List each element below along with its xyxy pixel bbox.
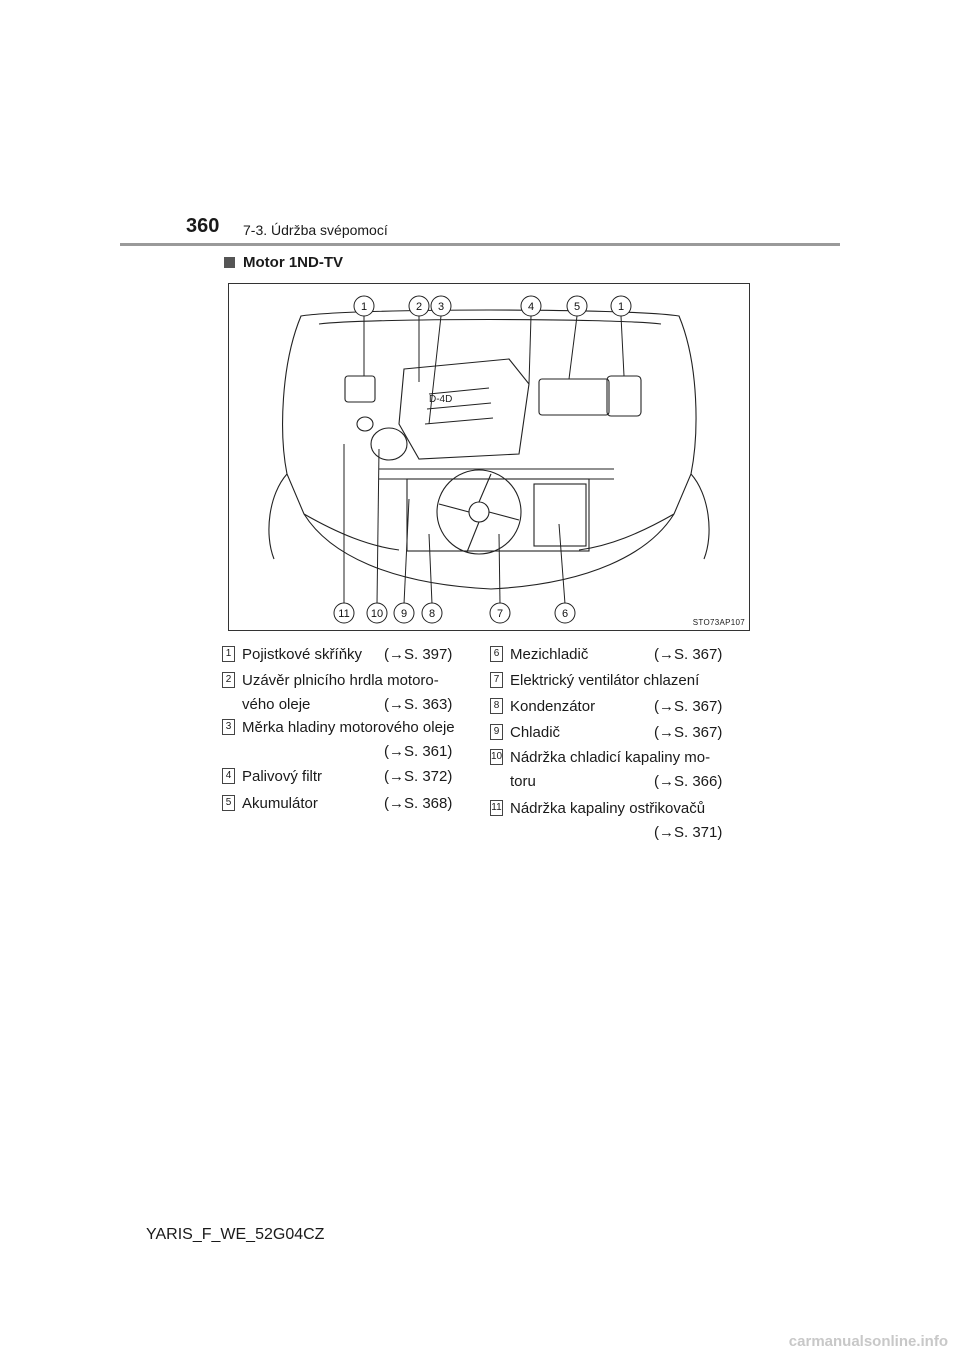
document-code: YARIS_F_WE_52G04CZ [146, 1226, 325, 1243]
engine-illustration: D-4D [268, 295, 710, 624]
legend-item: 9 Chladič (→S. 367) [490, 721, 740, 745]
engine-figure: D-4D [228, 283, 750, 631]
legend-item: 6 Mezichladič (→S. 367) [490, 643, 740, 667]
legend-page-ref: (→S. 366) [654, 773, 723, 790]
legend-page-ref: (→S. 363) [384, 696, 453, 713]
callout-top: 4 [528, 301, 534, 313]
legend-item: 3 Měrka hladiny motorového oleje (→S. 36… [222, 716, 477, 764]
legend-number: 3 [222, 719, 235, 735]
legend-item: 11 Nádržka kapaliny ostřikovačů (→S. 371… [490, 797, 740, 845]
legend-label: Palivový filtr [242, 768, 323, 785]
legend-item: 4 Palivový filtr (→S. 372) [222, 765, 472, 789]
legend-number: 8 [490, 698, 503, 714]
legend-page-ref: (→S. 367) [654, 646, 723, 663]
callout-top: 1 [618, 301, 624, 313]
subsection-title: Motor 1ND-TV [243, 254, 343, 271]
callout-top: 1 [361, 301, 367, 313]
figure-code: STO73AP107 [692, 618, 745, 627]
callout-bottom: 11 [338, 608, 349, 620]
legend-page-ref: (→S. 371) [654, 824, 723, 841]
watermark: carmanualsonline.info [788, 1333, 948, 1350]
legend-label-continued: toru [510, 773, 536, 790]
legend-label-continued: vého oleje [242, 696, 311, 713]
svg-text:D-4D: D-4D [429, 394, 452, 405]
legend-label: Pojistkové skříňky [242, 646, 363, 663]
section-title: 7-3. Údržba svépomocí [243, 222, 388, 238]
header-divider [120, 243, 840, 246]
legend-number: 9 [490, 724, 503, 740]
callout-bottom: 6 [562, 608, 568, 620]
legend-number: 2 [222, 672, 235, 688]
page-number: 360 [186, 215, 220, 237]
legend-label: Mezichladič [510, 646, 589, 663]
legend-label: Měrka hladiny motorového oleje [242, 719, 455, 736]
callout-bottom: 10 [371, 608, 383, 620]
legend-label: Elektrický ventilátor chlazení [510, 672, 700, 689]
legend-item: 7 Elektrický ventilátor chlazení [490, 669, 740, 693]
legend-item: 2 Uzávěr plnicího hrdla motoro- vého ole… [222, 669, 472, 717]
legend-label: Akumulátor [242, 795, 318, 812]
callout-bottom: 9 [401, 608, 407, 620]
legend-number: 4 [222, 768, 235, 784]
callout-bottom: 8 [429, 608, 435, 620]
legend-label: Nádržka kapaliny ostřikovačů [510, 800, 706, 817]
callout-bottom: 7 [497, 608, 503, 620]
legend-page-ref: (→S. 372) [384, 768, 453, 785]
legend-number: 5 [222, 795, 235, 811]
legend-page-ref: (→S. 397) [384, 646, 453, 663]
square-bullet-icon [224, 257, 235, 268]
subsection-heading: Motor 1ND-TV [224, 254, 343, 271]
callout-top: 5 [574, 301, 580, 313]
legend-item: 1 Pojistkové skříňky (→S. 397) [222, 643, 472, 667]
legend-number: 6 [490, 646, 503, 662]
legend-label: Chladič [510, 724, 561, 741]
legend-item: 8 Kondenzátor (→S. 367) [490, 695, 740, 719]
legend-item: 5 Akumulátor (→S. 368) [222, 792, 472, 816]
callout-top: 2 [416, 301, 422, 313]
legend-number: 7 [490, 672, 503, 688]
legend-page-ref: (→S. 368) [384, 795, 453, 812]
legend-item: 10 Nádržka chladicí kapaliny mo- toru (→… [490, 746, 740, 794]
legend-label: Kondenzátor [510, 698, 596, 715]
callout-top: 3 [438, 301, 444, 313]
legend-label: Nádržka chladicí kapaliny mo- [510, 749, 711, 766]
legend-number: 1 [222, 646, 235, 662]
legend-number: 11 [490, 800, 503, 816]
legend-page-ref: (→S. 367) [654, 724, 723, 741]
legend-label: Uzávěr plnicího hrdla motoro- [242, 672, 439, 689]
legend-page-ref: (→S. 367) [654, 698, 723, 715]
legend-number: 10 [490, 749, 503, 765]
legend-page-ref: (→S. 361) [384, 743, 453, 760]
